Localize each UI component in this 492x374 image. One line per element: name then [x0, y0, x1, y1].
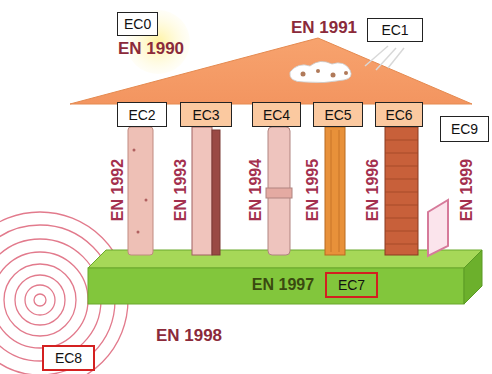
standard-box: EC1 [367, 18, 423, 42]
part-number-vertical: EN 1994 [248, 159, 264, 221]
part-number-vertical: EN 1999 [459, 159, 475, 221]
code-label: EC4 [263, 107, 290, 123]
columns [128, 127, 448, 256]
code-label: EC0 [124, 16, 151, 32]
standard-box: EC9 [440, 116, 489, 142]
roof [70, 38, 472, 104]
part-number: EN 1998 [156, 327, 222, 344]
code-label: EC3 [192, 107, 219, 123]
snow-load [290, 61, 351, 82]
wind-lines [365, 46, 404, 70]
part-number-vertical: EN 1995 [305, 159, 321, 221]
part-number: EN 1990 [118, 40, 184, 57]
part-number: EN 1991 [291, 19, 357, 36]
standard-box: EC4 [252, 102, 301, 127]
part-number-vertical: EN 1996 [365, 159, 381, 221]
part-number: EN 1997 [252, 277, 314, 293]
highlight-box: EC8 [42, 345, 95, 371]
standard-box: EC2 [117, 102, 167, 127]
code-label: EC6 [385, 107, 412, 123]
code-label: EC5 [324, 107, 351, 123]
part-number-vertical: EN 1992 [110, 159, 126, 221]
standard-box: EC5 [313, 102, 363, 127]
code-label: EC2 [128, 107, 155, 123]
standard-box: EC6 [375, 102, 423, 127]
foundation-slab [88, 250, 482, 304]
code-label: EC1 [381, 22, 408, 38]
code-label: EC7 [338, 277, 365, 293]
code-label: EC9 [451, 121, 478, 137]
part-number-vertical: EN 1993 [173, 159, 189, 221]
standard-box: EC3 [180, 102, 232, 127]
code-label: EC8 [55, 350, 82, 366]
standard-box: EC0 [117, 12, 158, 36]
highlight-box: EC7 [325, 272, 378, 298]
